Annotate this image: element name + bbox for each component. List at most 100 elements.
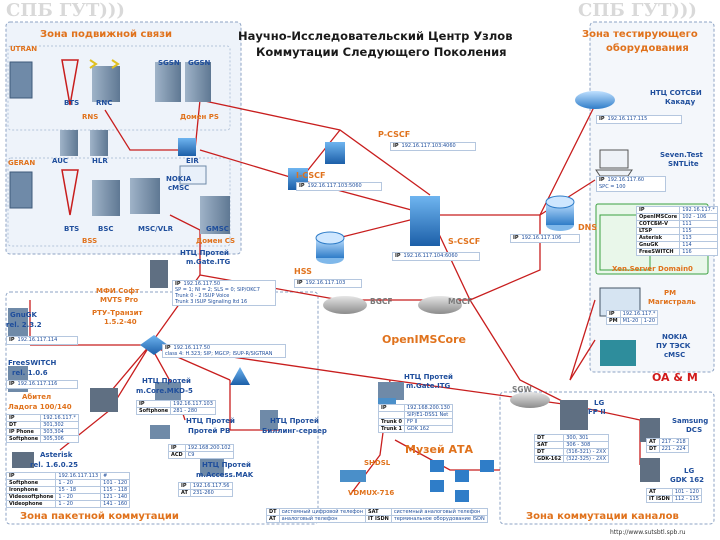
label-sgw: SGW	[512, 385, 532, 394]
label-abitel-1: Абител	[22, 393, 52, 401]
label-ntc-bill-2: Биллинг-сервер	[262, 427, 327, 435]
page-title-line-2: Коммутации Следующего Поколения	[256, 45, 507, 59]
zone-channel-frame	[499, 391, 715, 525]
zone-mobile-frame	[5, 21, 242, 255]
channel-devices	[430, 400, 660, 502]
label-abitel-2: Ладога 100/140	[8, 403, 72, 411]
zone-channel-title: Зона коммутации каналов	[526, 511, 679, 522]
oam-title: OA & M	[652, 371, 698, 384]
label-mfi-2: MVTS Pro	[100, 296, 139, 304]
label-eir: EIR	[186, 157, 199, 165]
label-seven-test-1: Seven.Test	[660, 151, 703, 159]
label-lg-fp-2: FP II	[588, 408, 606, 416]
zone-test-frame	[589, 21, 715, 373]
label-mfi-1: МФИ Софт	[96, 287, 140, 295]
label-hlr: HLR	[92, 157, 108, 165]
label-icscf: I-CSCF	[296, 171, 326, 180]
label-ntc-mko-1: НТЦ Протей	[142, 377, 191, 385]
label-nokia-ptek-2: ПУ ТЭСК	[656, 342, 691, 350]
label-bgcf: BGCF	[370, 297, 393, 306]
label-rm-1: РМ	[664, 289, 677, 297]
label-ggsn: GGSN	[188, 59, 211, 67]
label-utran: UTRAN	[10, 45, 38, 53]
label-domain-ps: Домен PS	[180, 113, 219, 121]
label-rm-2: Магистраль	[648, 298, 696, 306]
openims-title: OpenIMSCore	[382, 333, 466, 346]
label-ntc-bill-1: НТЦ Протей	[270, 417, 319, 425]
label-asterisk-2: rel. 1.6.0.25	[30, 461, 79, 469]
label-ntc-pb-2: Протей РВ	[188, 427, 231, 435]
label-shdsl: SHDSL	[364, 459, 391, 467]
label-nokia-msc-2: cMSC	[168, 184, 190, 192]
label-rnc: RNC	[96, 99, 113, 107]
museum-title: Музей АТА	[405, 443, 474, 456]
page-title-line-1: Научно-Исследовательский Центр Узлов	[238, 29, 513, 43]
zone-test-title-2: оборудования	[606, 43, 689, 54]
packet-devices	[8, 260, 404, 482]
label-msc-vlr: MSC/VLR	[138, 225, 173, 233]
label-rtu-2: 1.5.2-40	[104, 318, 137, 326]
label-vdmux: VDMUX-716	[348, 489, 395, 497]
watermark-left: СПБ ГУТ)))	[6, 0, 125, 21]
label-ntc-pb-1: НТЦ Протей	[186, 417, 235, 425]
label-ntc-mko-2: m.Core.MKD-5	[136, 387, 193, 395]
label-ntc-itg2-2: m.Gate.ITG	[406, 382, 451, 390]
label-domain-cs: Домен CS	[196, 237, 236, 245]
label-samsung-2: DCS	[686, 426, 703, 434]
watermark-right: СПБ ГУТ)))	[578, 0, 697, 21]
label-rtu-1: РТУ-Транзит	[92, 309, 143, 317]
site-url[interactable]: http://www.sutsbtl.spb.ru	[610, 529, 686, 536]
label-auc: AUC	[52, 157, 69, 165]
label-ntc-itg-1: НТЦ Протей	[180, 249, 229, 257]
label-gmsc: GMSC	[206, 225, 229, 233]
label-ntc-cotsbi-1: НТЦ СОТСБИ	[650, 89, 702, 97]
label-bts-2: BTS	[64, 225, 80, 233]
label-bss: BSS	[82, 237, 98, 245]
label-scscf: S-CSCF	[448, 237, 481, 246]
label-ntc-itg-2: m.Gate.ITG	[186, 258, 231, 266]
label-seven-test-2: SNTLite	[668, 160, 699, 168]
label-nokia-ptek-1: NOKIA	[662, 333, 688, 341]
label-bsc: BSC	[98, 225, 114, 233]
label-nokia-msc-1: NOKIA	[166, 175, 192, 183]
label-nokia-ptek-3: cMSC	[664, 351, 686, 359]
label-gnugk-2: rel. 2.3.2	[6, 321, 42, 329]
zone-packet-frame	[5, 291, 319, 525]
label-rns: RNS	[82, 113, 99, 121]
label-ntc-access-1: НТЦ Протей	[202, 461, 251, 469]
label-geran: GERAN	[8, 159, 36, 167]
label-lg-fp-1: LG	[594, 399, 605, 407]
label-freeswitch-1: FreeSWITCH	[8, 359, 57, 367]
mobile-devices	[9, 59, 230, 234]
zone-mobile-title: Зона подвижной связи	[40, 29, 173, 40]
zone-packet-title: Зона пакетной коммутации	[20, 511, 179, 522]
label-pcscf: P-CSCF	[378, 130, 411, 139]
label-ntc-cotsbi-2: Какаду	[665, 98, 696, 106]
label-lg-gdk-1: LG	[684, 467, 695, 475]
zone-test-title-1: Зона тестирующего	[582, 29, 698, 40]
label-xen: Xen.Server Domain0	[612, 265, 693, 273]
label-ntc-itg2-1: НТЦ Протей	[404, 373, 453, 381]
label-asterisk-1: Asterisk	[40, 451, 73, 459]
label-lg-gdk-2: GDK 162	[670, 476, 705, 484]
